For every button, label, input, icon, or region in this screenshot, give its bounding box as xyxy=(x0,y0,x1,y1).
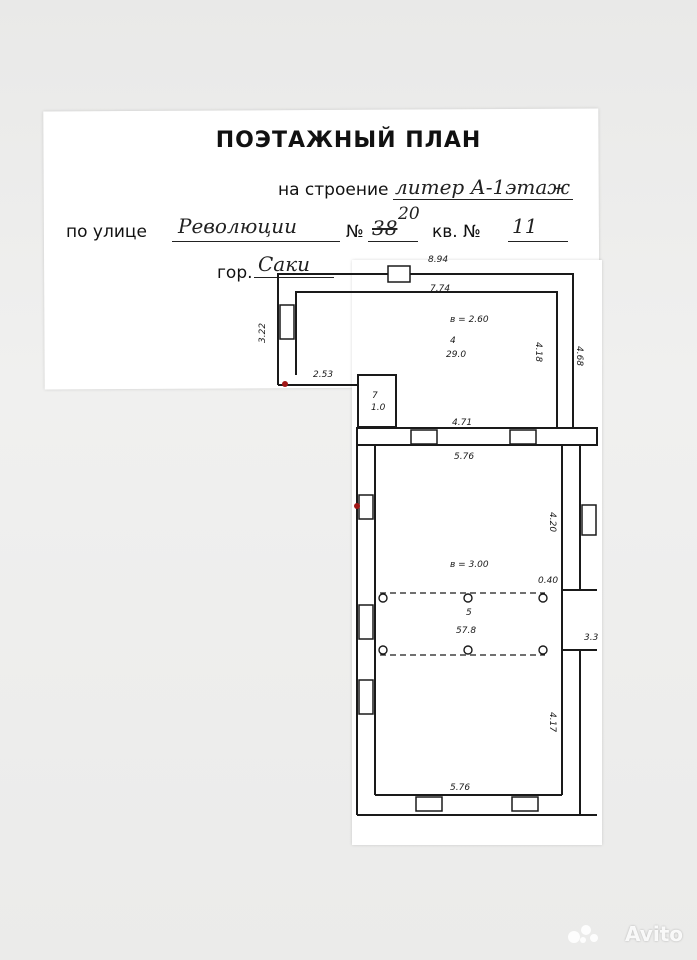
dim-top-inner: 7.74 xyxy=(430,284,450,294)
street-underline xyxy=(172,241,340,242)
dim-small-width: 2.53 xyxy=(313,370,333,380)
number-underline xyxy=(368,241,418,242)
dim-side: 3.3 xyxy=(584,633,599,643)
door-room5-left xyxy=(358,604,374,640)
apartment-underline xyxy=(508,241,568,242)
room4-height: в = 2.60 xyxy=(450,315,489,325)
paper-plan-sheet xyxy=(352,260,602,845)
room7-number: 7 xyxy=(372,391,378,401)
dim-room5-right-upper: 4.20 xyxy=(547,512,557,532)
dim-left-wall: 3.22 xyxy=(258,323,268,343)
window-room5-left-lower xyxy=(358,679,374,715)
document-title: ПОЭТАЖНЫЙ ПЛАН xyxy=(215,128,482,153)
column-marker xyxy=(378,645,388,655)
avito-logo-icon xyxy=(568,925,598,943)
street-value: Революции xyxy=(178,214,298,238)
apartment-label: кв. № xyxy=(432,222,481,242)
window-room5-right xyxy=(581,504,597,536)
apartment-value: 11 xyxy=(512,214,538,238)
window-bottom-left xyxy=(415,796,443,812)
room4-number: 4 xyxy=(450,336,456,346)
column-marker xyxy=(463,593,473,603)
room7-outline xyxy=(357,374,397,428)
dim-room5-bottom: 5.76 xyxy=(450,783,470,793)
street-label: по улице xyxy=(66,222,147,242)
dim-room5-top: 5.76 xyxy=(454,452,474,462)
avito-watermark: Avito xyxy=(625,922,683,946)
dim-room5-right-lower: 4.17 xyxy=(547,712,557,732)
window-corridor-right xyxy=(509,429,537,445)
window-bottom-right xyxy=(511,796,539,812)
city-underline xyxy=(254,277,334,278)
room5-area: 57.8 xyxy=(456,626,476,636)
building-value: литер А-1этаж xyxy=(395,175,571,199)
room5-number: 5 xyxy=(466,608,472,618)
window-left xyxy=(279,304,295,340)
house-number: 38 xyxy=(372,216,398,240)
dim-right-inner: 4.18 xyxy=(533,342,543,362)
upper-outer-wall xyxy=(277,273,574,428)
corridor-wall xyxy=(356,427,598,446)
house-number-correction: 20 xyxy=(398,204,420,224)
building-label: на строение xyxy=(278,180,389,200)
dim-top-outer: 8.94 xyxy=(428,255,448,265)
dim-right-outer: 4.68 xyxy=(574,346,584,366)
dim-corridor: 4.71 xyxy=(452,418,472,428)
window-room5-left-upper xyxy=(358,494,374,520)
column-marker xyxy=(378,593,388,603)
column-marker xyxy=(538,645,548,655)
room5-height: в = 3.00 xyxy=(450,560,489,570)
building-underline xyxy=(393,199,573,200)
number-label: № xyxy=(346,222,364,242)
room7-area: 1.0 xyxy=(371,403,386,413)
column-marker xyxy=(463,645,473,655)
column-marker xyxy=(538,593,548,603)
dim-partition: 0.40 xyxy=(538,576,558,586)
window-top xyxy=(387,265,411,283)
city-label: гор. xyxy=(217,263,253,283)
red-mark xyxy=(282,381,288,387)
window-corridor-left xyxy=(410,429,438,445)
room4-area: 29.0 xyxy=(446,350,466,360)
upper-inner-wall xyxy=(295,291,558,428)
city-value: Саки xyxy=(258,252,311,276)
red-mark xyxy=(354,503,360,509)
